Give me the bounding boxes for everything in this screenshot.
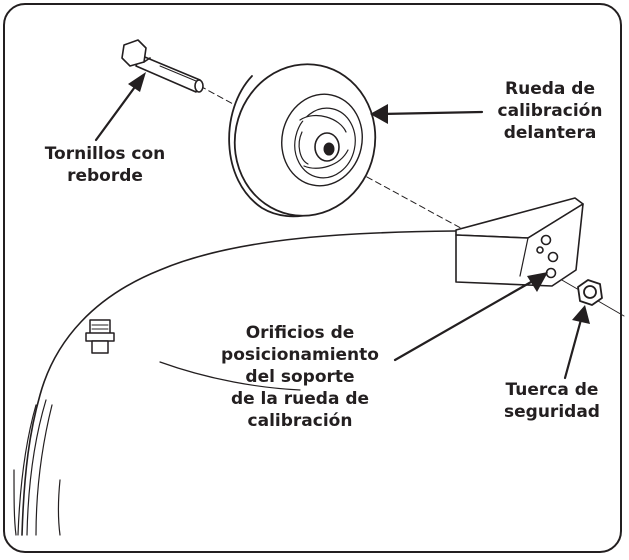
- label-gauge-wheel-line-1: Rueda de: [505, 79, 595, 99]
- arrow-gauge-wheel: [378, 110, 484, 116]
- label-positioning-holes: Orificios de posicionamiento del soporte…: [205, 322, 395, 432]
- label-flange-bolts-line-1: Tornillos con: [44, 144, 166, 164]
- arrow-flange-bolts: [94, 78, 142, 142]
- deck-fitting: [85, 319, 115, 354]
- lock-nut: [577, 279, 603, 306]
- label-flange-bolts: Tornillos con reborde: [30, 143, 180, 187]
- label-gauge-wheel-line-2: calibración: [497, 101, 603, 121]
- label-positioning-holes-line-3: del soporte: [245, 367, 355, 387]
- label-lock-nut-line-1: Tuerca de: [505, 380, 599, 400]
- mower-deck: [13, 230, 456, 536]
- label-gauge-wheel: Rueda de calibración delantera: [486, 78, 614, 144]
- label-positioning-holes-line-4: de la rueda de: [230, 389, 370, 409]
- label-gauge-wheel-line-3: delantera: [503, 123, 597, 143]
- label-lock-nut: Tuerca de seguridad: [492, 379, 612, 423]
- label-flange-bolts-line-2: reborde: [67, 166, 143, 186]
- gauge-wheel-bracket: [455, 197, 584, 287]
- label-positioning-holes-line-5: calibración: [247, 411, 353, 431]
- label-positioning-holes-line-1: Orificios de: [245, 323, 355, 343]
- label-lock-nut-line-2: seguridad: [504, 402, 600, 422]
- gauge-wheel: [228, 63, 377, 218]
- arrow-positioning-holes: [393, 276, 540, 362]
- arrow-lock-nut: [563, 314, 584, 380]
- flange-bolt: [121, 39, 204, 93]
- label-positioning-holes-line-2: posicionamiento: [221, 345, 379, 365]
- callout-arrows: [94, 72, 590, 380]
